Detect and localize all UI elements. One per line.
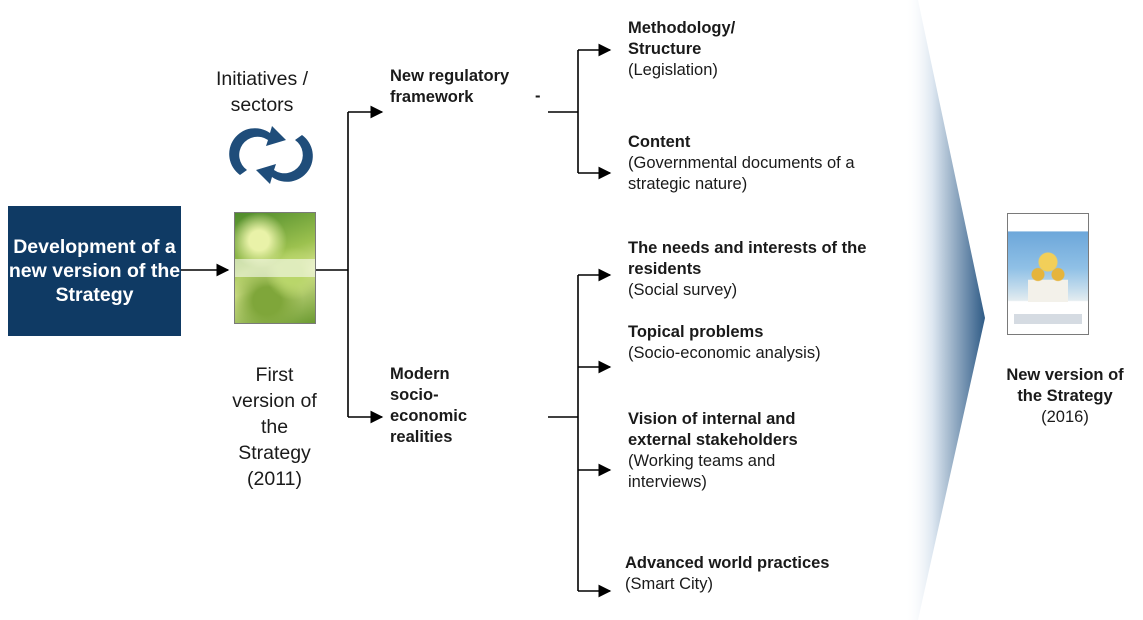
content-title: Content: [628, 133, 691, 151]
cycle-icon: [229, 126, 313, 184]
first-version-year: (2011): [247, 468, 302, 490]
new-version-block: New version of the Strategy (2016): [992, 365, 1138, 428]
vision-item: Vision of internal and external stakehol…: [628, 409, 856, 493]
practices-item: Advanced world practices (Smart City): [625, 553, 895, 595]
methodology-sub: (Legislation): [628, 61, 718, 79]
practices-sub: (Smart City): [625, 575, 713, 593]
needs-item: The needs and interests of the residents…: [628, 238, 903, 301]
framework-dash: -: [535, 87, 541, 105]
new-version-caption: New version of the Strategy: [1006, 366, 1124, 405]
new-version-year: (2016): [1041, 408, 1089, 426]
practices-title: Advanced world practices: [625, 554, 830, 572]
new-version-cover: [1007, 213, 1089, 335]
first-version-cover: [234, 212, 316, 324]
vision-sub: (Working teams and interviews): [628, 452, 776, 491]
methodology-item: Methodology/ Structure (Legislation): [628, 18, 868, 81]
development-box: Development of a new version of the Stra…: [8, 206, 181, 336]
needs-title: The needs and interests of the residents: [628, 239, 867, 278]
framework-label: New regulatory framework: [390, 67, 510, 106]
initiatives-label: Initiatives / sectors: [215, 68, 309, 116]
needs-sub: (Social survey): [628, 281, 738, 299]
content-item: Content (Governmental documents of a str…: [628, 132, 890, 195]
topical-item: Topical problems (Socio-economic analysi…: [628, 322, 890, 364]
development-box-label: Development of a new version of the Stra…: [8, 236, 181, 306]
vision-title: Vision of internal and external stakehol…: [628, 410, 798, 449]
content-sub: (Governmental documents of a strategic n…: [628, 154, 855, 193]
first-version-caption: First version of the Strategy: [232, 364, 317, 464]
realities-label: Modern socio-economic realities: [390, 365, 468, 446]
methodology-title: Methodology/ Structure: [628, 19, 736, 58]
topical-title: Topical problems: [628, 323, 764, 341]
result-chevron: [905, 0, 985, 620]
topical-sub: (Socio-economic analysis): [628, 344, 821, 362]
